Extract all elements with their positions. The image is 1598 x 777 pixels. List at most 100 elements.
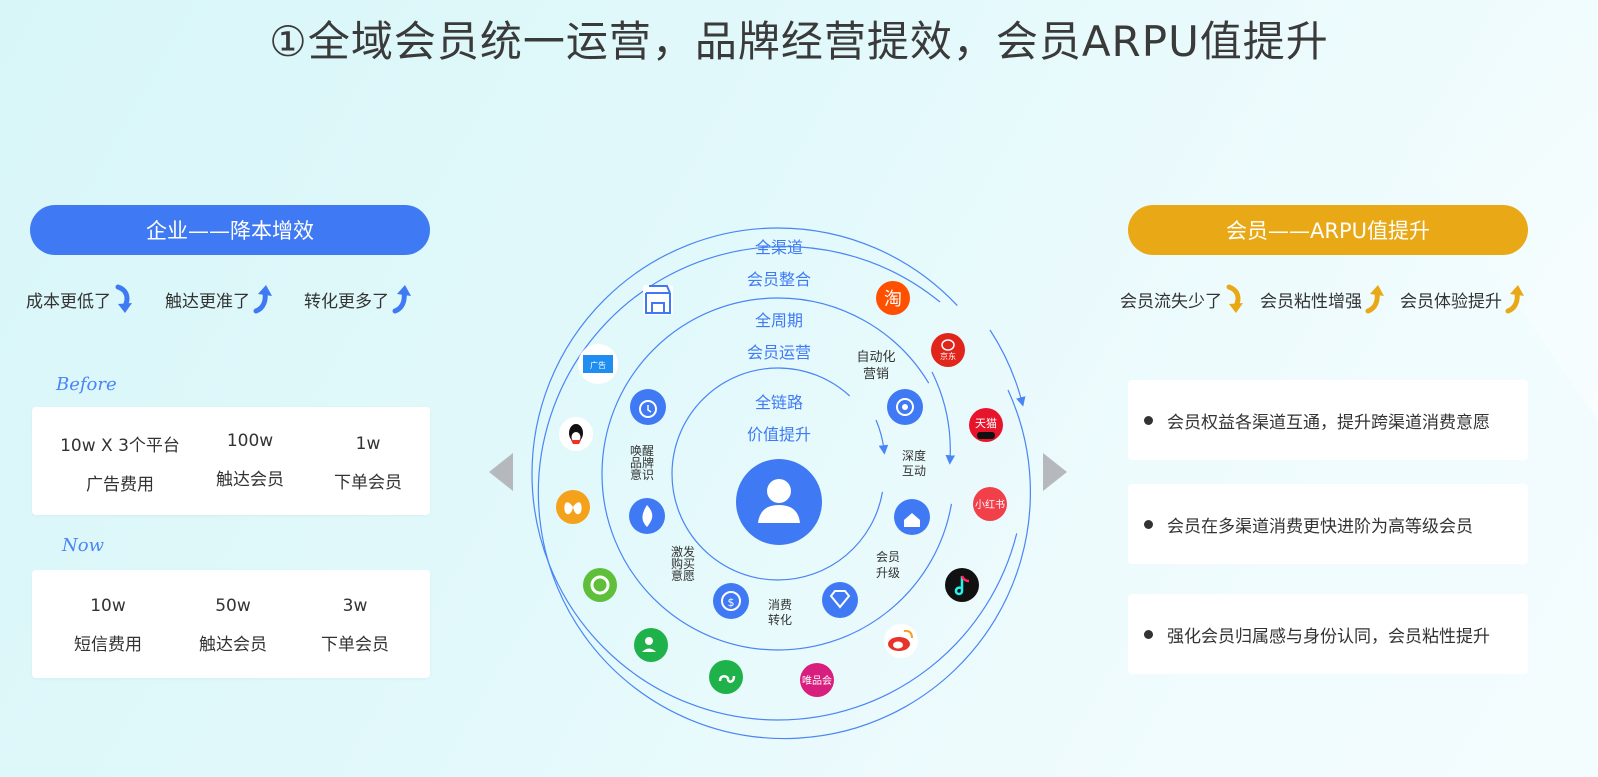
kpi-experience-up: 会员体验提升 xyxy=(1400,284,1526,314)
kpi-cost-lower: 成本更低了 xyxy=(26,284,135,314)
kpi-label: 会员粘性增强 xyxy=(1260,291,1362,312)
stat-value: 1w xyxy=(355,434,381,454)
store-icon xyxy=(643,285,673,315)
flame-icon xyxy=(629,498,665,534)
stat-label: 下单会员 xyxy=(334,473,402,493)
stat-value: 10w xyxy=(90,596,126,616)
stage-purchase-intent: 激发购买意愿 xyxy=(671,544,695,583)
enterprise-header: 企业——降本增效 xyxy=(30,205,430,255)
middle-ring-arrow xyxy=(931,371,956,465)
middle-label-1: 全周期 xyxy=(755,311,803,330)
kpi-label: 会员体验提升 xyxy=(1400,291,1502,312)
mini-program-icon xyxy=(709,660,743,694)
xiaohongshu-icon: 小红书 xyxy=(973,487,1007,521)
benefit-item: 强化会员归属感与身份认同，会员粘性提升 xyxy=(1128,594,1528,674)
benefit-text: 会员在多渠道消费更快进阶为高等级会员 xyxy=(1167,516,1473,537)
trend-up-arrow-icon xyxy=(1505,285,1524,314)
camera-app-icon xyxy=(583,568,617,602)
outer-ring-arrow xyxy=(989,329,1026,407)
now-card: 10w 短信费用 50w 触达会员 3w 下单会员 xyxy=(32,570,430,678)
kpi-churn-less: 会员流失少了 xyxy=(1120,284,1246,314)
outer-label-1: 全渠道 xyxy=(755,238,803,257)
inner-ring xyxy=(671,367,885,581)
benefit-text: 会员权益各渠道互通，提升跨渠道消费意愿 xyxy=(1167,412,1490,433)
svg-text:$: $ xyxy=(728,596,735,609)
kpi-label: 会员流失少了 xyxy=(1120,291,1222,312)
member-header: 会员——ARPU值提升 xyxy=(1128,205,1528,255)
xiaohongshu-icon-text: 小红书 xyxy=(975,498,1005,511)
outer-ring xyxy=(537,245,1031,740)
inner-label-2: 价值提升 xyxy=(747,425,811,444)
qq-icon xyxy=(559,417,593,451)
now-stat-sms-cost: 10w 短信费用 xyxy=(60,596,156,655)
trend-up-arrow-icon xyxy=(253,285,272,314)
diamond-icon xyxy=(822,582,858,618)
trend-up-arrow-icon xyxy=(392,285,411,314)
target-icon xyxy=(887,389,923,425)
smart-home-icon xyxy=(894,499,930,535)
tmall-icon-text: 天猫 xyxy=(975,417,997,430)
kpi-label: 成本更低了 xyxy=(26,291,111,312)
now-stat-orders: 3w 下单会员 xyxy=(307,596,403,655)
prev-arrow-icon[interactable] xyxy=(489,453,513,491)
coin-payment-icon: $ xyxy=(713,583,749,619)
before-label: Before xyxy=(56,374,117,395)
tmall-icon: 天猫 xyxy=(969,408,1003,442)
vip-icon: 唯品会 xyxy=(800,663,834,697)
stat-label: 触达会员 xyxy=(216,470,284,490)
member-kpis: 会员流失少了 会员粘性增强 会员体验提升 xyxy=(1120,284,1540,314)
stat-label: 触达会员 xyxy=(199,635,267,655)
outer-label-2: 会员整合 xyxy=(747,270,811,289)
now-stat-reach: 50w 触达会员 xyxy=(185,596,281,655)
stage-consume-convert: 消费转化 xyxy=(768,598,792,627)
next-arrow-icon[interactable] xyxy=(1043,453,1067,491)
inner-label-1: 全链路 xyxy=(755,393,803,412)
taobao-icon: 淘 xyxy=(876,281,910,315)
kpi-stickiness-up: 会员粘性增强 xyxy=(1260,284,1386,314)
bullet-icon xyxy=(1144,519,1153,529)
bullet-icon xyxy=(1144,415,1153,425)
outer-ring-full xyxy=(531,227,1025,721)
stage-auto-marketing: 自动化营销 xyxy=(856,350,895,382)
tiktok-icon xyxy=(945,568,979,602)
butterfly-app-icon xyxy=(556,490,590,524)
inner-ring-arrow xyxy=(875,419,889,455)
alarm-clock-icon xyxy=(630,389,666,425)
enterprise-kpis: 成本更低了 触达更准了 转化更多了 xyxy=(26,284,443,314)
stat-label: 广告费用 xyxy=(86,475,154,495)
stage-brand-awareness: 唤醒品牌意识 xyxy=(630,444,654,482)
taobao-icon-text: 淘 xyxy=(884,289,902,310)
bullet-icon xyxy=(1144,629,1153,639)
vip-icon-text: 唯品会 xyxy=(802,674,832,687)
benefit-text: 强化会员归属感与身份认同，会员粘性提升 xyxy=(1167,626,1490,647)
stat-label: 下单会员 xyxy=(321,635,389,655)
jd-icon: 京东 xyxy=(931,333,965,367)
benefit-item: 会员在多渠道消费更快进阶为高等级会员 xyxy=(1128,484,1528,564)
benefit-item: 会员权益各渠道互通，提升跨渠道消费意愿 xyxy=(1128,380,1528,460)
middle-label-2: 会员运营 xyxy=(747,343,811,362)
stat-value: 10w X 3个平台 xyxy=(60,436,180,456)
before-card: 10w X 3个平台 广告费用 100w 触达会员 1w 下单会员 xyxy=(32,407,430,515)
stat-value: 100w xyxy=(226,431,274,451)
middle-ring xyxy=(601,297,955,651)
stage-deep-interaction: 深度互动 xyxy=(902,448,926,478)
now-label: Now xyxy=(62,535,104,556)
kpi-label: 触达更准了 xyxy=(165,291,250,312)
ad-icon: 广告 xyxy=(578,344,618,384)
trend-down-arrow-icon xyxy=(1226,284,1243,313)
stage-member-upgrade: 会员升级 xyxy=(876,550,900,580)
kpi-reach-precise: 触达更准了 xyxy=(165,284,274,314)
trend-down-arrow-icon xyxy=(115,284,132,313)
before-stat-reach: 100w 触达会员 xyxy=(200,431,300,490)
kpi-conversion-more: 转化更多了 xyxy=(304,284,413,314)
stat-value: 3w xyxy=(342,596,368,616)
weibo-icon xyxy=(884,624,918,658)
member-avatar-icon xyxy=(736,459,822,545)
before-stat-ad-cost: 10w X 3个平台 广告费用 xyxy=(60,431,180,495)
page-title: ①全域会员统一运营，品牌经营提效，会员ARPU值提升 xyxy=(269,17,1329,66)
trend-up-arrow-icon xyxy=(1365,285,1384,314)
jd-icon-text: 京东 xyxy=(940,351,956,361)
before-stat-orders: 1w 下单会员 xyxy=(320,434,416,493)
stat-label: 短信费用 xyxy=(74,635,142,655)
